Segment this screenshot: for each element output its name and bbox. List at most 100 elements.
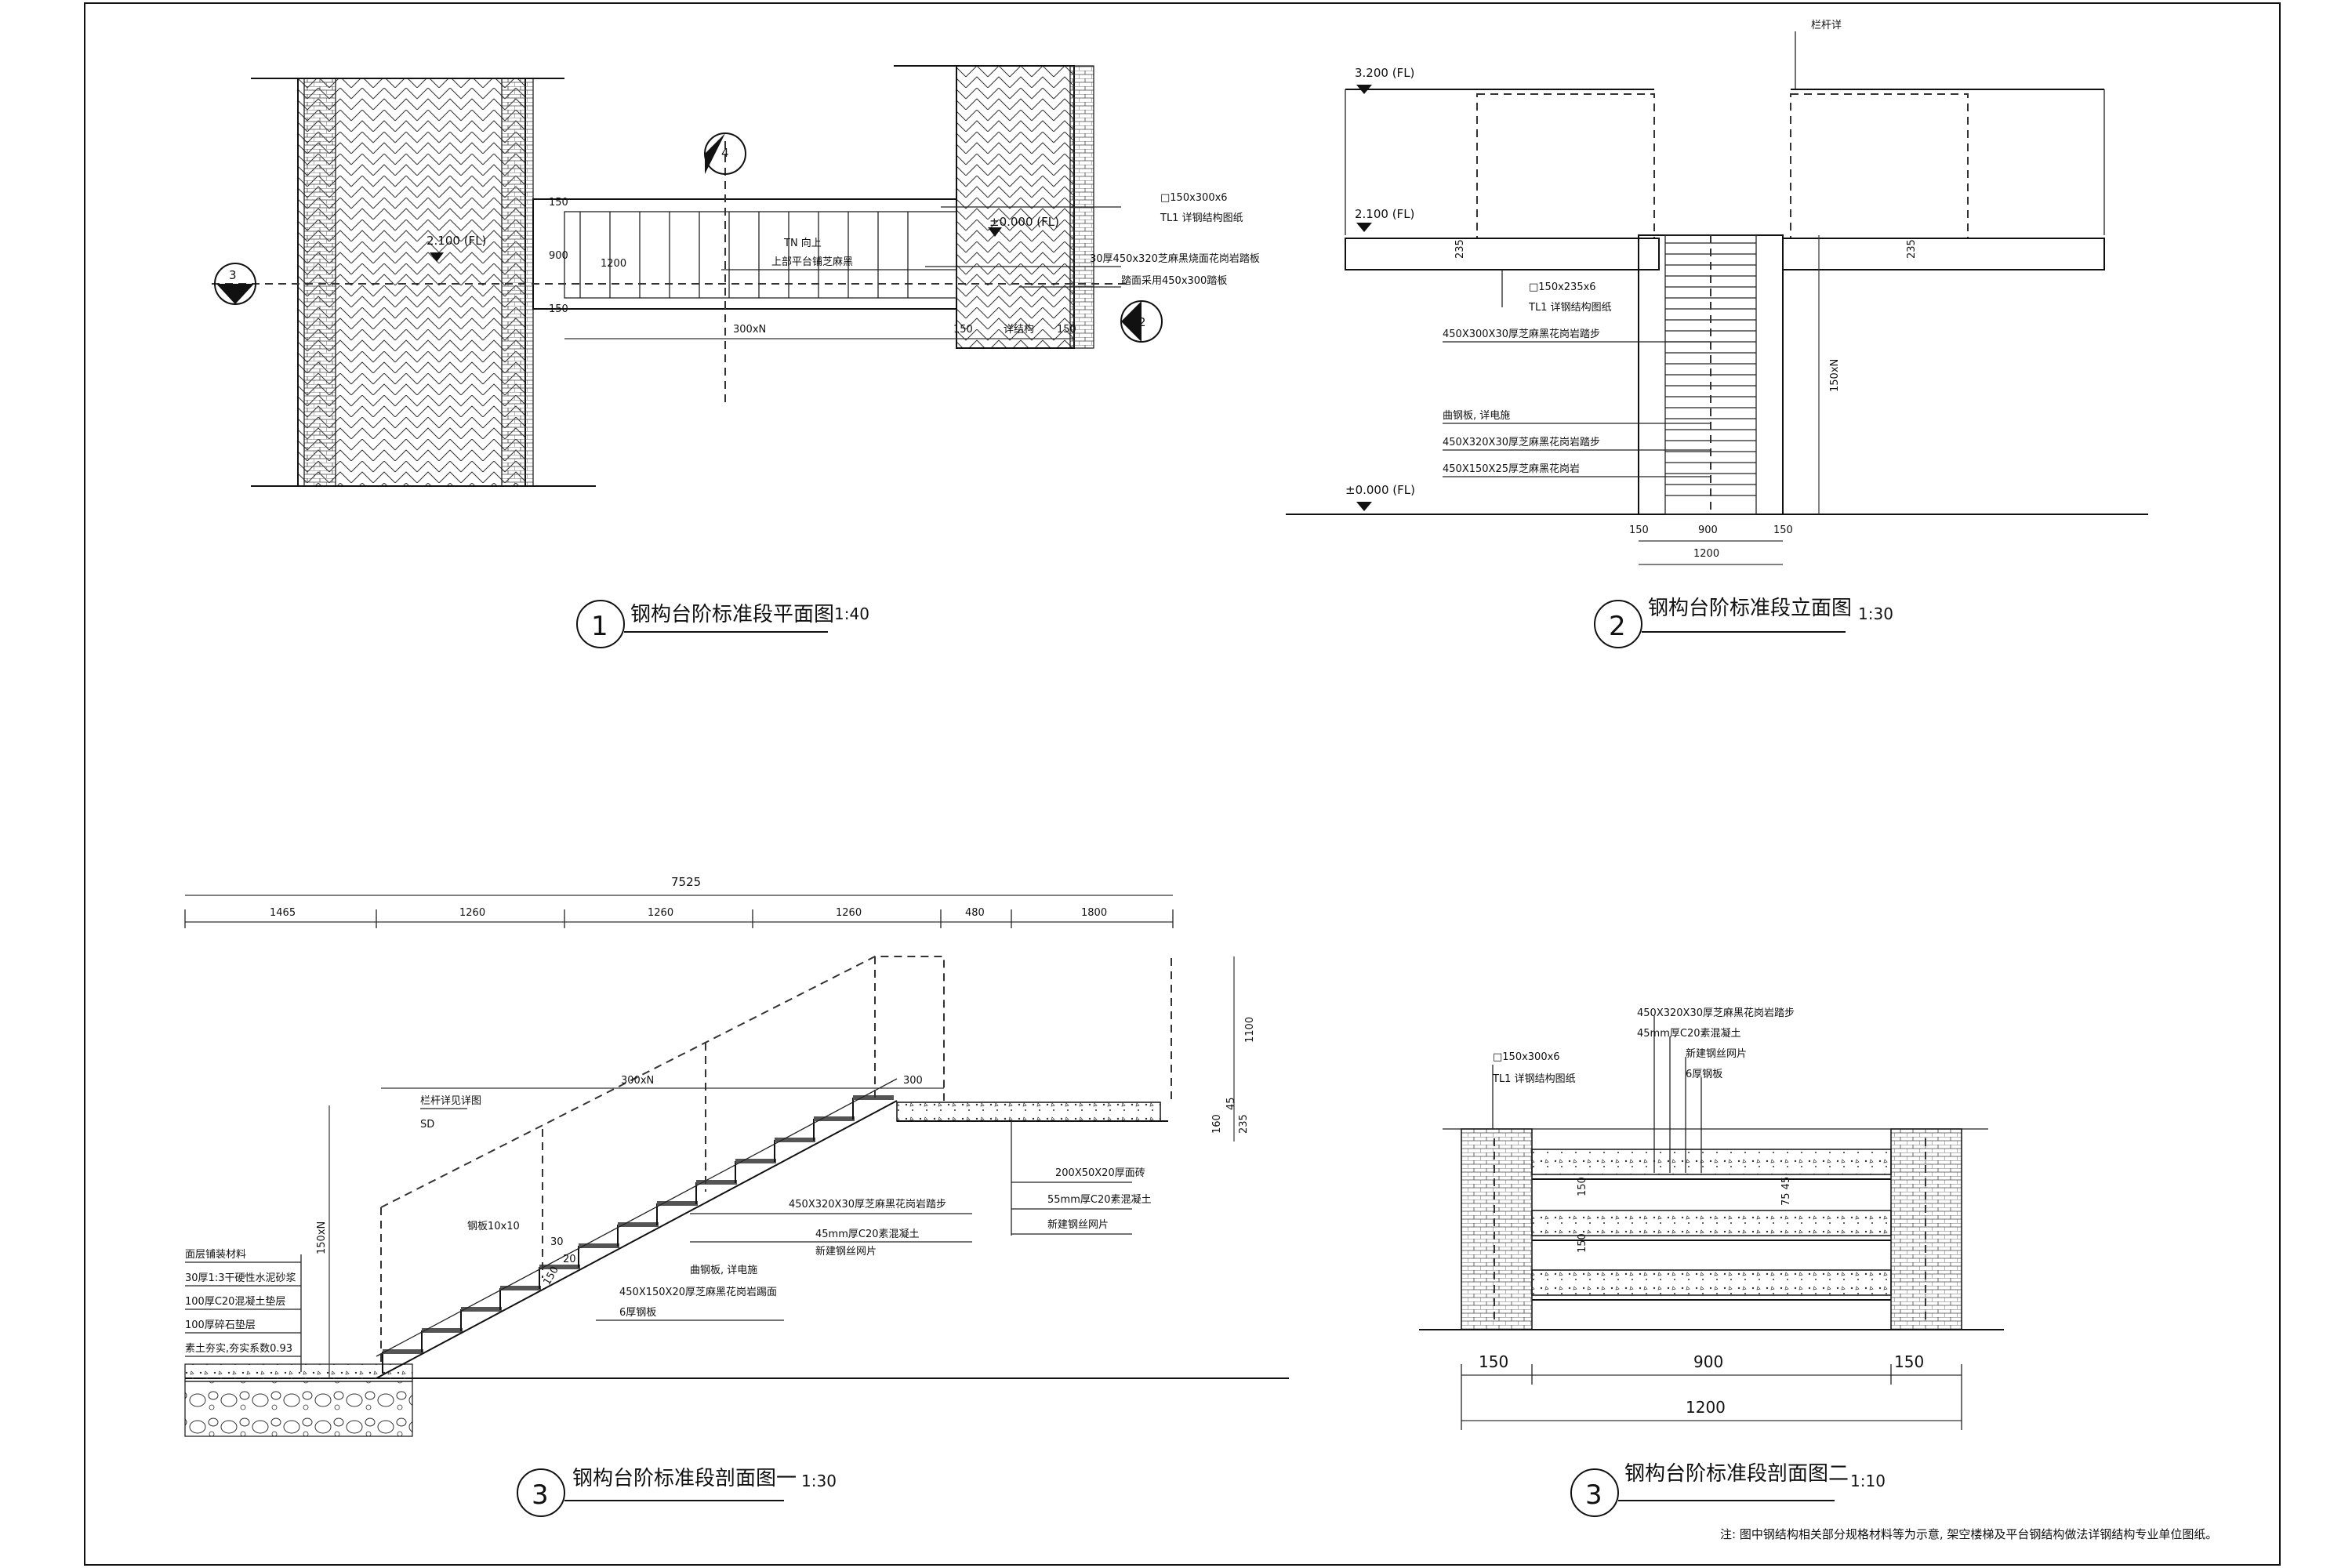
sec1-rail-note: 栏杆详见详图 bbox=[420, 1095, 481, 1107]
sec2-dim-vert-3: 150 bbox=[1577, 1233, 1588, 1253]
plan-left-border-2 bbox=[501, 78, 534, 487]
sheet-border bbox=[84, 2, 2281, 1566]
sec1-tread bbox=[696, 1180, 737, 1185]
sec1-step bbox=[421, 1330, 461, 1352]
elev-platform-left bbox=[1345, 238, 1660, 270]
plan-stair-outline bbox=[532, 198, 957, 310]
sec1-tread bbox=[853, 1095, 894, 1100]
plan-title: 钢构台阶标准段平面图 bbox=[630, 603, 834, 626]
sec2-note-a2: 45mm厚C20素混凝土 bbox=[1637, 1027, 1741, 1040]
sec1-stringer bbox=[376, 1100, 898, 1379]
sec1-tread bbox=[383, 1349, 423, 1354]
sec2-scale: 1:10 bbox=[1850, 1472, 1886, 1490]
plan-level-marker-right bbox=[988, 227, 1002, 237]
sec1-note-b2: 450X150X20厚芝麻黑花岗岩踢面 bbox=[619, 1286, 777, 1298]
sec1-tread bbox=[579, 1243, 619, 1248]
sec1-dim-235: 235 bbox=[1238, 1114, 1250, 1134]
svg-text:2: 2 bbox=[1138, 315, 1146, 329]
elev-dim-150b: 150 bbox=[1773, 524, 1793, 536]
plan-note-3: 30厚450x320芝麻黑烧面花岗岩踏板 bbox=[1090, 252, 1260, 265]
elev-rail-note: 栏杆详 bbox=[1811, 20, 1842, 31]
sec1-dim-segment: 1260 bbox=[459, 907, 485, 919]
sec1-dim-150n: 150xN bbox=[316, 1221, 328, 1254]
svg-text:3: 3 bbox=[532, 1479, 549, 1511]
sec1-dim-segment: 1465 bbox=[270, 907, 296, 919]
sec1-tread bbox=[775, 1138, 815, 1142]
sec1-note-c2: 55mm厚C20素混凝土 bbox=[1047, 1193, 1152, 1206]
elev-dim-900: 900 bbox=[1698, 524, 1718, 536]
elev-rail-right bbox=[1790, 93, 1969, 239]
sec1-step bbox=[656, 1203, 696, 1225]
plan-level-left: 2.100 (FL) bbox=[426, 234, 486, 248]
elev-note-1: □150x235x6 bbox=[1529, 281, 1596, 293]
sec1-dim-segment: 1260 bbox=[648, 907, 673, 919]
plan-dim-run: 300xN bbox=[733, 324, 766, 336]
plan-note-center2: 上部平台铺芝麻黑 bbox=[771, 256, 853, 268]
sec1-dim-segment: 1260 bbox=[836, 907, 862, 919]
elev-dim-150a: 150 bbox=[1629, 524, 1649, 536]
sec1-note-a2: 45mm厚C20素混凝土 bbox=[815, 1228, 920, 1240]
plan-stair-treads bbox=[579, 212, 909, 298]
elev-note-2: TL1 详钢结构图纸 bbox=[1528, 302, 1612, 314]
sec1-layer-legend: 面层铺装材料30厚1:3干硬性水泥砂浆100厚C20混凝土垫层100厚碎石垫层素… bbox=[185, 1249, 301, 1357]
sec2-note-2: TL1 详钢结构图纸 bbox=[1492, 1073, 1576, 1085]
plan-dim-150d: 150 bbox=[1057, 324, 1076, 336]
elev-title-block: 2 钢构台阶标准段立面图 1:30 bbox=[1594, 597, 1893, 648]
sec1-step bbox=[695, 1182, 735, 1204]
sec1-step bbox=[774, 1140, 814, 1162]
sec1-step bbox=[460, 1309, 500, 1331]
sec2-tread-layers bbox=[1531, 1149, 1892, 1301]
elev-dim-1200: 1200 bbox=[1693, 548, 1719, 560]
sec1-dim-300: 300 bbox=[903, 1075, 923, 1087]
sec2-slab bbox=[1531, 1149, 1892, 1175]
plan-scale: 1:40 bbox=[834, 604, 869, 623]
sec2-dim-vert-2: 75 45 bbox=[1780, 1177, 1792, 1206]
sec1-platform bbox=[896, 1102, 1161, 1122]
plan-section-marker-3: 3 bbox=[214, 263, 256, 305]
elev-note-6: 450X150X25厚芝麻黑花岗岩 bbox=[1443, 463, 1580, 475]
sec1-note-b1: 曲钢板, 详电施 bbox=[690, 1265, 757, 1276]
elev-dim-235b: 235 bbox=[1906, 239, 1918, 259]
sec1-dim-run: 300xN bbox=[621, 1075, 654, 1087]
sec2-slab bbox=[1531, 1210, 1892, 1236]
sec1-step bbox=[813, 1119, 853, 1141]
svg-text:3: 3 bbox=[1585, 1479, 1602, 1511]
sec2-title: 钢构台阶标准段剖面图二 bbox=[1624, 1462, 1849, 1486]
plan-section-marker-2: 2 bbox=[1120, 300, 1163, 343]
plan-dim-1200: 1200 bbox=[601, 258, 626, 270]
sec1-note-b3: 6厚钢板 bbox=[619, 1307, 656, 1319]
sec1-layer-label: 面层铺装材料 bbox=[185, 1249, 246, 1261]
sec2-dim-900: 900 bbox=[1693, 1352, 1723, 1371]
sec2-beam-left bbox=[1461, 1128, 1533, 1330]
plan-dim-mid: 详结构 bbox=[1004, 324, 1034, 336]
elevation-view: 3.200 (FL) 2.100 (FL) ±0.000 (FL) 栏杆详 23… bbox=[1286, 20, 2148, 648]
elev-level-top: 3.200 (FL) bbox=[1355, 66, 1414, 80]
plan-note-1: □150x300x6 bbox=[1160, 192, 1228, 204]
sec1-layer-label: 素土夯实,夯实系数0.93 bbox=[185, 1343, 292, 1355]
plan-dim-150c: 150 bbox=[953, 324, 973, 336]
sec1-scale: 1:30 bbox=[801, 1472, 837, 1490]
sec1-step bbox=[578, 1246, 618, 1268]
sec2-dim-150b: 150 bbox=[1894, 1352, 1924, 1371]
sec1-tread bbox=[657, 1201, 698, 1206]
sec1-dim-20: 20 bbox=[563, 1254, 576, 1265]
elev-level-mid: 2.100 (FL) bbox=[1355, 207, 1414, 221]
sec1-step bbox=[499, 1288, 539, 1310]
svg-text:2: 2 bbox=[1609, 611, 1626, 642]
elev-level-base: ±0.000 (FL) bbox=[1345, 483, 1415, 497]
sec1-title-block: 3 钢构台阶标准段剖面图一 1:30 bbox=[517, 1467, 837, 1517]
plan-note-center: TN 向上 bbox=[783, 237, 822, 249]
sec2-dim-vert-1: 150 bbox=[1577, 1177, 1588, 1196]
sec1-title: 钢构台阶标准段剖面图一 bbox=[572, 1467, 797, 1490]
elev-note-5: 450X320X30厚芝麻黑花岗岩踏步 bbox=[1443, 436, 1600, 448]
section2-view: □150x300x6 TL1 详钢结构图纸 450X320X30厚芝麻黑花岗岩踏… bbox=[1419, 1007, 2004, 1517]
plan-view: 2.100 (FL) ±0.000 (FL) TN 向上 上部平台铺芝麻黑 □1… bbox=[212, 65, 1260, 648]
sec2-dim-150a: 150 bbox=[1479, 1352, 1508, 1371]
elev-rail-left bbox=[1476, 93, 1655, 239]
sec1-step bbox=[852, 1098, 892, 1120]
plan-stair-inner bbox=[564, 211, 957, 299]
plan-section-marker-4: 4 bbox=[704, 132, 746, 175]
elev-dim-150n: 150xN bbox=[1829, 359, 1841, 392]
sec1-layer-label: 30厚1:3干硬性水泥砂浆 bbox=[185, 1272, 296, 1284]
